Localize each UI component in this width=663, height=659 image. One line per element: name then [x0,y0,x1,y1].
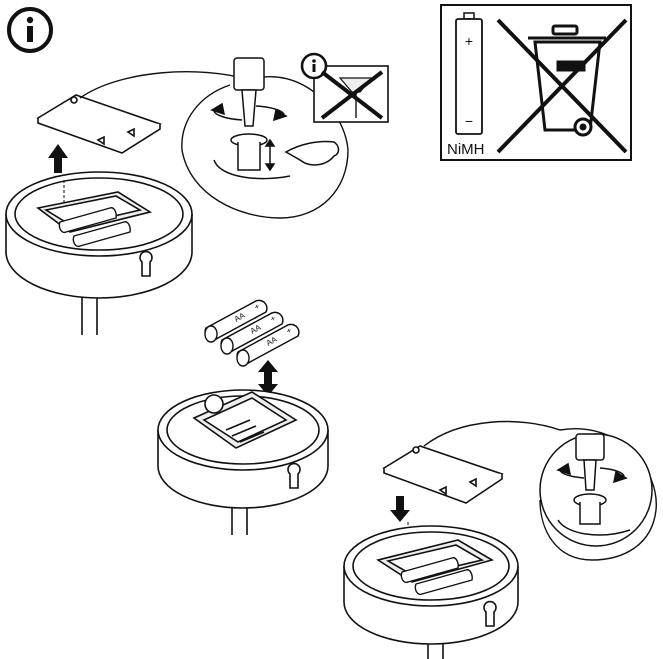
step1-lift-arrow [48,144,68,205]
crossed-out-wheelie-bin-icon [496,18,628,154]
battery-cell-polarity: + [269,313,278,323]
step1-zoom-callout [79,71,349,219]
battery-plus-label: + [465,33,473,49]
no-countersunk-screw-icon [300,52,389,123]
battery-cell: AA + [220,311,284,355]
step3-zoom-callout [423,420,657,561]
step1-screwdriver-detail [210,57,340,180]
step3-screwdriver-detail [539,433,653,547]
step1-batteries [58,207,131,248]
battery-minus-label: − [465,113,473,129]
battery-icon: + − [455,12,483,135]
battery-cell: AA + [236,323,300,367]
info-icon [7,7,53,53]
battery-cell: AA + [204,299,268,343]
insert-remove-arrow [258,360,278,396]
recycle-panel: + − NiMH [440,4,632,161]
step3-lamp-base [343,525,519,659]
step3-batteries [400,557,473,596]
battery-cell-polarity: + [285,325,294,335]
new-aa-batteries: AA + AA + AA + [204,299,300,367]
chemistry-label: NiMH [447,141,485,158]
step1-lamp-base [5,171,193,335]
battery-cell-polarity: + [253,301,262,311]
step1-lid [36,94,162,154]
step2-lamp-base [157,389,329,535]
step3-lid [382,445,504,504]
